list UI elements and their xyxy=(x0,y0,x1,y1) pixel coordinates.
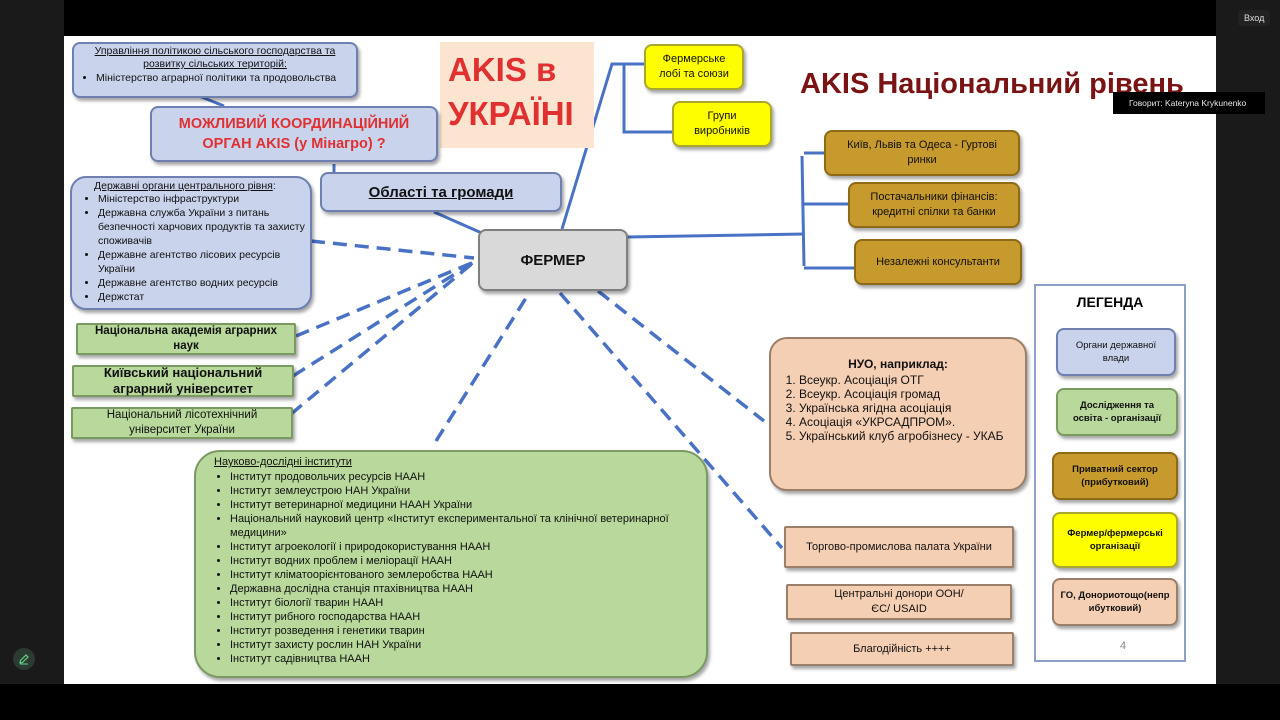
legend-title: ЛЕГЕНДА xyxy=(1076,294,1144,310)
policy-management-heading: Управління політикою сільського господар… xyxy=(94,45,336,70)
list-item: Інститут кліматоорієнтованого землеробст… xyxy=(230,568,696,582)
list-item: Інститут продовольчих ресурсів НААН xyxy=(230,470,696,484)
farmer-lobby-box: Фермерське лобі та союзи xyxy=(644,44,744,90)
charity-box: Благодійність ++++ xyxy=(790,632,1014,666)
list-item: Держстат xyxy=(98,290,306,304)
login-button[interactable]: Вход xyxy=(1238,10,1271,26)
title-left: AKIS в УКРАЇНІ xyxy=(440,42,594,148)
bottom-bar xyxy=(0,684,1280,720)
research-institutes-heading: Науково-дослідні інститути xyxy=(214,456,352,468)
pencil-icon xyxy=(19,654,29,665)
legend-ngo: ГО, Донориотощо(неприбутковий) xyxy=(1052,578,1178,626)
regions-box: Області та громади xyxy=(320,172,562,212)
list-item: Український клуб агробізнесу - УКАБ xyxy=(799,429,1017,443)
list-item: Українська ягідна асоціація xyxy=(799,401,1017,415)
ngo-box: НУО, наприклад: Всеукр. Асоціація ОТГ Вс… xyxy=(769,337,1027,491)
edit-button[interactable] xyxy=(13,648,35,670)
ngo-heading: НУО, наприклад: xyxy=(848,357,948,371)
list-item: Всеукр. Асоціація ОТГ xyxy=(799,373,1017,387)
legend: ЛЕГЕНДА Органи державної влади Досліджен… xyxy=(1034,284,1186,662)
list-item: Державна дослідна станція птахівництва Н… xyxy=(230,582,696,596)
edu-box-academy: Національна академія аграрних наук xyxy=(76,323,296,355)
legend-research: Дослідження та освіта - організації xyxy=(1056,388,1178,436)
list-item: Інститут агроекології і природокористува… xyxy=(230,540,696,554)
list-item: Інститут рибного господарства НААН xyxy=(230,610,696,624)
list-item: Міністерство інфраструктури xyxy=(98,192,306,206)
list-item: Державне агентство водних ресурсів xyxy=(98,276,306,290)
presentation-slide: AKIS в УКРАЇНІ AKIS Національний рівень … xyxy=(64,36,1216,684)
page-number: 4 xyxy=(1120,640,1127,652)
legend-private: Приватний сектор (прибутковий) xyxy=(1052,452,1178,500)
list-item: Державне агентство лісових ресурсів Укра… xyxy=(98,248,306,276)
policy-management-box: Управління політикою сільського господар… xyxy=(72,42,358,98)
coordination-body-box: МОЖЛИВИЙ КООРДИНАЦІЙНИЙ ОРГАН AKIS (у Мі… xyxy=(150,106,438,162)
list-item: Державна служба України з питань безпечн… xyxy=(98,206,306,248)
list-item: Інститут розведення і генетики тварин xyxy=(230,624,696,638)
finance-providers-box: Постачальники фінансів: кредитні спілки … xyxy=(848,182,1020,228)
list-item: Міністерство аграрної політики та продов… xyxy=(96,71,350,85)
connector-lines xyxy=(193,62,854,550)
legend-government: Органи державної влади xyxy=(1056,328,1176,376)
producer-groups-box: Групи виробників xyxy=(672,101,772,147)
list-item: Інститут садівництва НААН xyxy=(230,652,696,666)
list-item: Інститут біології тварин НААН xyxy=(230,596,696,610)
chamber-of-commerce-box: Торгово-промислова палата України xyxy=(784,526,1014,568)
left-panel xyxy=(0,0,64,720)
state-bodies-heading: Державні органи центрального рівня xyxy=(94,180,273,192)
list-item: Всеукр. Асоціація громад xyxy=(799,387,1017,401)
legend-farmer: Фермер/фермерські організації xyxy=(1052,512,1178,568)
edu-box-forestry-university: Національний лісотехнічний університет У… xyxy=(71,407,293,439)
consultants-box: Незалежні консультанти xyxy=(854,239,1022,285)
edu-box-kyiv-university: Київський національний аграрний універси… xyxy=(72,365,294,397)
wholesale-markets-box: Київ, Львів та Одеса - Гуртові ринки xyxy=(824,130,1020,176)
list-item: Національний науковий центр «Інститут ек… xyxy=(230,512,696,540)
active-speaker-label: Говорит: Kateryna Krykunenko xyxy=(1113,92,1265,114)
right-panel xyxy=(1216,0,1280,720)
research-institutes-box: Науково-дослідні інститути Інститут прод… xyxy=(194,450,708,678)
top-bar xyxy=(0,0,1280,36)
list-item: Інститут водних проблем і меліорації НАА… xyxy=(230,554,696,568)
list-item: Інститут ветеринарної медицини НААН Укра… xyxy=(230,498,696,512)
list-item: Асоціація «УКРСАДПРОМ». xyxy=(799,415,1017,429)
farmer-box: ФЕРМЕР xyxy=(478,229,628,291)
central-donors-box: Центральні донори ООН/ ЄС/ USAID xyxy=(786,584,1012,620)
state-bodies-box: Державні органи центрального рівня: Міні… xyxy=(70,176,312,310)
list-item: Інститут землеустрою НАН України xyxy=(230,484,696,498)
list-item: Інститут захисту рослин НАН України xyxy=(230,638,696,652)
